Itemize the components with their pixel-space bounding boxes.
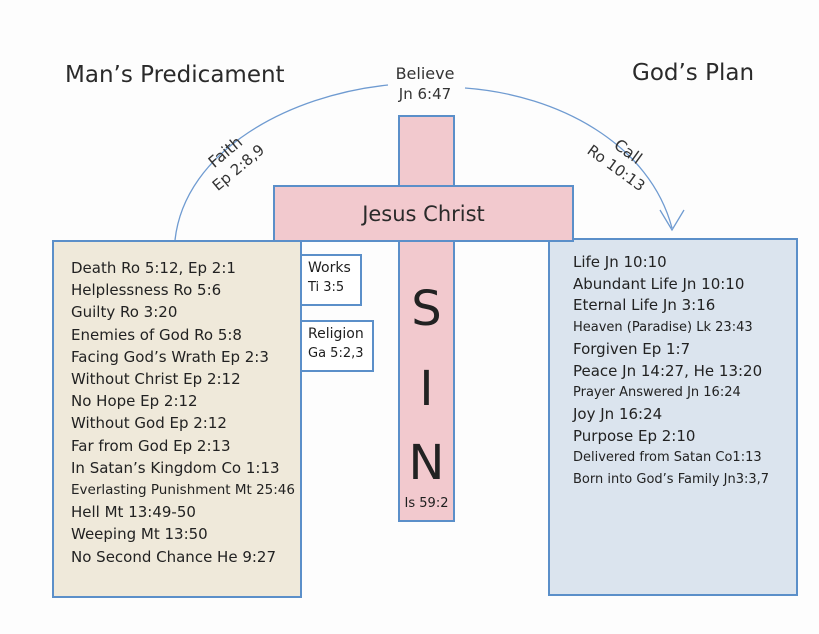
works-ref: Ti 3:5 [308, 280, 345, 295]
believe-label: Believe Jn 6:47 [385, 64, 465, 104]
list-item: No Second Chance He 9:27 [71, 547, 277, 566]
list-item: Everlasting Punishment Mt 25:46 [71, 482, 295, 499]
list-item: Without Christ Ep 2:12 [71, 370, 241, 389]
sin-letter-i: I [419, 361, 434, 417]
works-box: Works Ti 3:5 [300, 254, 362, 306]
list-item: Peace Jn 14:27, He 13:20 [573, 361, 763, 380]
list-item: Guilty Ro 3:20 [71, 303, 178, 322]
religion-box: Religion Ga 5:2,3 [300, 320, 374, 372]
faith-arc [174, 84, 389, 241]
list-item: Far from God Ep 2:13 [71, 436, 231, 455]
list-item: Prayer Answered Jn 16:24 [573, 385, 741, 401]
cross-vertical-beam [398, 115, 455, 522]
religion-ref: Ga 5:2,3 [308, 346, 364, 361]
list-item: Heaven (Paradise) Lk 23:43 [573, 320, 753, 336]
arrow-head-icon [659, 209, 685, 232]
believe-ref: Jn 6:47 [398, 85, 452, 103]
list-item: In Satan’s Kingdom Co 1:13 [71, 458, 280, 477]
list-item: Hell Mt 13:49-50 [71, 503, 196, 522]
works-label: Works [308, 260, 351, 276]
list-item: Death Ro 5:12, Ep 2:1 [71, 259, 236, 277]
list-item: Purpose Ep 2:10 [573, 426, 696, 445]
sin-letter-s: S [411, 281, 442, 337]
religion-label: Religion [308, 326, 364, 342]
right-title: God’s Plan [632, 60, 755, 86]
predicament-list: Death Ro 5:12, Ep 2:1 Helplessness Ro 5:… [71, 257, 295, 568]
call-arc [464, 87, 673, 229]
list-item: Abundant Life Jn 10:10 [573, 274, 745, 293]
predicament-box: Death Ro 5:12, Ep 2:1 Helplessness Ro 5:… [52, 240, 302, 598]
list-item: Life Jn 10:10 [573, 253, 667, 271]
sin-reference: Is 59:2 [404, 496, 449, 511]
left-title: Man’s Predicament [65, 62, 285, 88]
list-item: Helplessness Ro 5:6 [71, 281, 222, 300]
list-item: Forgiven Ep 1:7 [573, 339, 691, 358]
jesus-christ-label: Jesus Christ [362, 201, 485, 226]
list-item: Enemies of God Ro 5:8 [71, 325, 242, 344]
gods-plan-box: Life Jn 10:10 Abundant Life Jn 10:10 Ete… [548, 238, 798, 596]
list-item: Born into God’s Family Jn3:3,7 [573, 472, 770, 488]
believe-word: Believe [395, 64, 455, 83]
list-item: Joy Jn 16:24 [573, 404, 663, 423]
list-item: No Hope Ep 2:12 [71, 392, 198, 411]
list-item: Facing God’s Wrath Ep 2:3 [71, 347, 269, 366]
list-item: Weeping Mt 13:50 [71, 525, 208, 544]
cross-horizontal-beam: Jesus Christ [273, 185, 574, 242]
gods-plan-list: Life Jn 10:10 Abundant Life Jn 10:10 Ete… [573, 252, 769, 491]
sin-letter-n: N [408, 435, 445, 491]
list-item: Without God Ep 2:12 [71, 414, 227, 433]
list-item: Eternal Life Jn 3:16 [573, 296, 716, 315]
list-item: Delivered from Satan Co1:13 [573, 450, 762, 466]
